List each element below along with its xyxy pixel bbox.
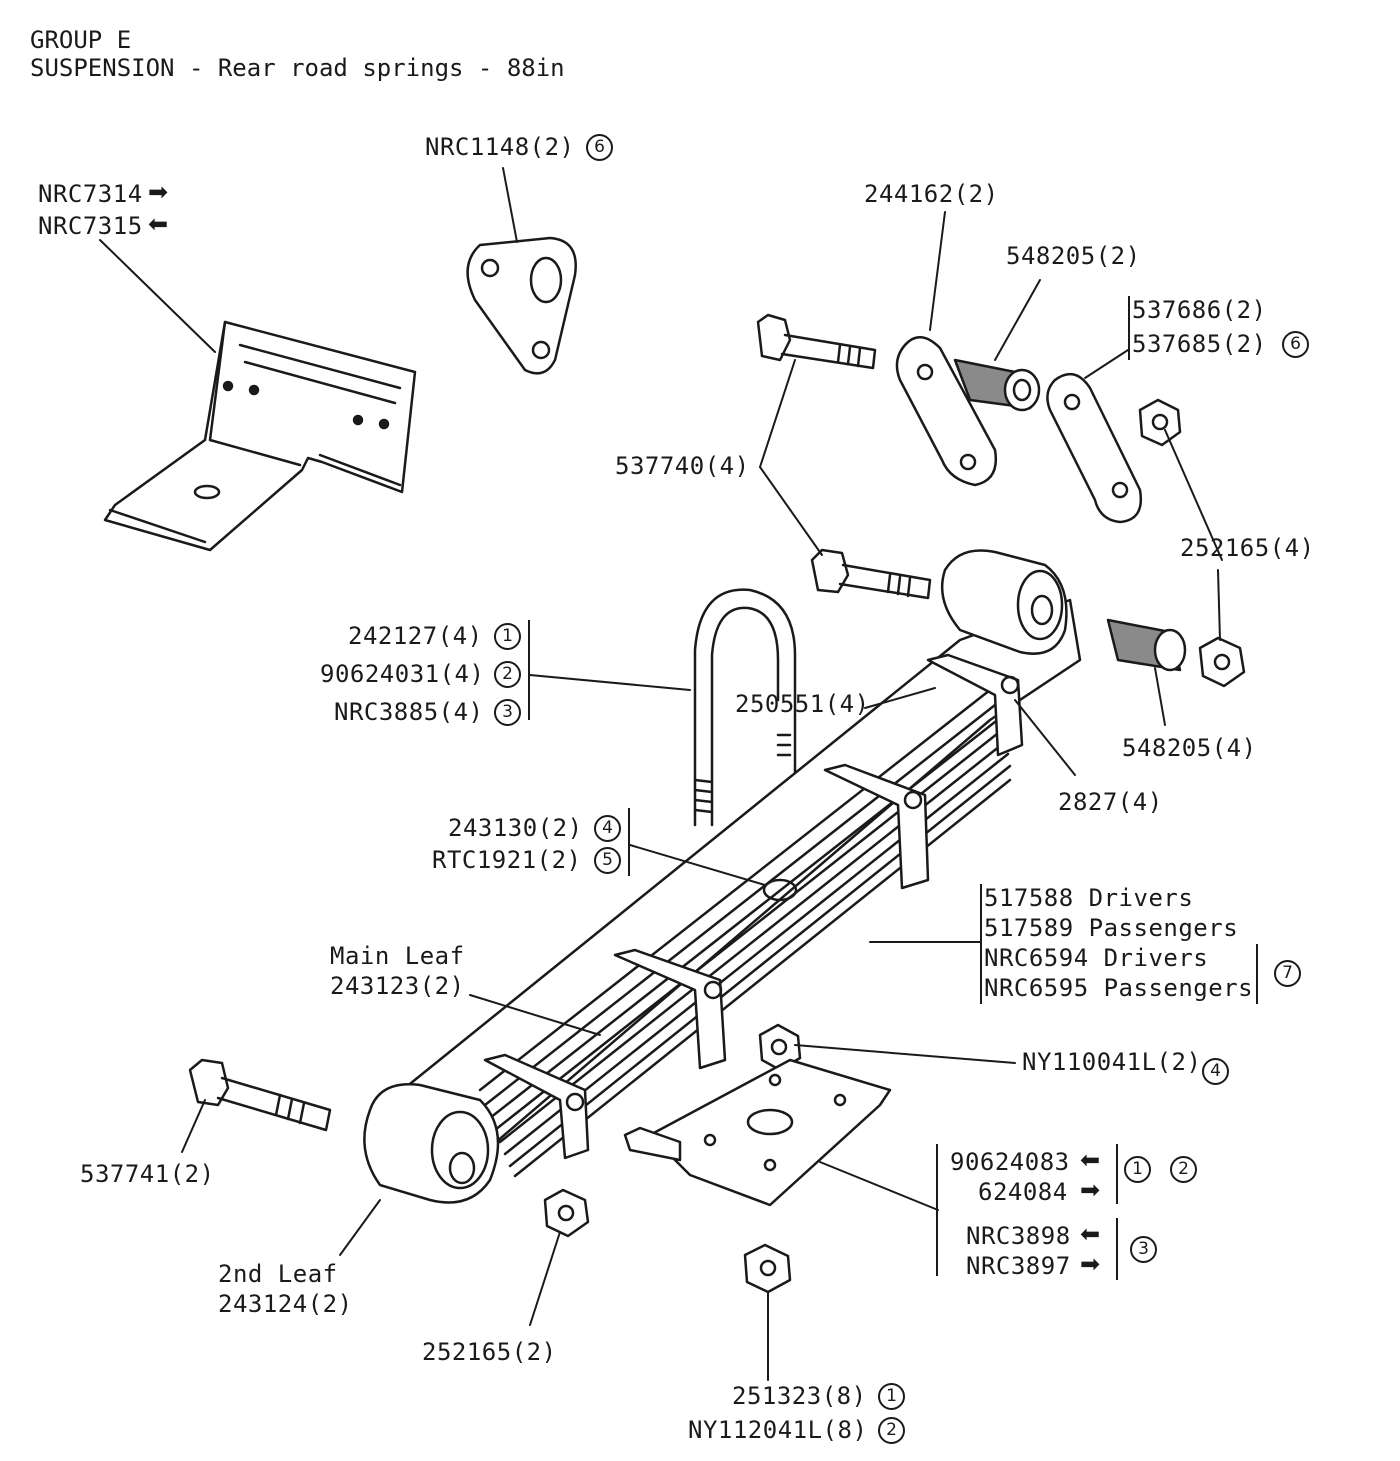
note-ubolt-a: 1	[494, 623, 521, 650]
bracket-bar-spring-note	[1256, 944, 1258, 1004]
label-bracket-lh: NRC7315	[38, 212, 143, 240]
label-plate3-lh: NRC3898	[966, 1222, 1071, 1250]
label-shackle-a: 537686(2)	[1132, 296, 1267, 324]
note-plate-b: 2	[1170, 1156, 1197, 1183]
label-bush-upper: 548205(2)	[1006, 242, 1141, 270]
lh-arrow-icon: ⬅	[1080, 1220, 1101, 1248]
lh-arrow-icon: ⬅	[1080, 1146, 1101, 1174]
lower-bush-drawing	[1106, 618, 1246, 688]
top-bolt-drawing	[756, 313, 877, 370]
label-bush-bolt: 244162(2)	[864, 180, 999, 208]
shackle-plate-drawing	[895, 336, 1143, 524]
label-main-leaf: Main Leaf	[330, 942, 465, 970]
label-ubolt-a: 242127(4)	[348, 622, 483, 650]
note-pad-a: 4	[594, 815, 621, 842]
front-bolt-drawing	[188, 1058, 332, 1132]
note-nyloc: 4	[1202, 1058, 1229, 1085]
label-spring-2: 517589 Passengers	[984, 914, 1239, 942]
label-clip-nut: 2827(4)	[1058, 788, 1163, 816]
label-bracket-rh: NRC7314	[38, 180, 143, 208]
bracket-bar-plate3	[1116, 1218, 1118, 1280]
label-second-leaf: 2nd Leaf	[218, 1260, 338, 1288]
bracket-bar-ubolt	[528, 620, 530, 720]
note-ubolt-c: 3	[494, 699, 521, 726]
label-bush-lower: 548205(4)	[1122, 734, 1257, 762]
bracket-bar-shackle	[1128, 296, 1130, 360]
bracket-bar-pad	[628, 808, 630, 876]
note-plate3: 3	[1130, 1236, 1157, 1263]
label-nyloc: NY110041L(2)	[1022, 1048, 1202, 1076]
note-ubolt-nut-b: 2	[878, 1417, 905, 1444]
rh-arrow-icon: ➡	[148, 178, 169, 206]
group-title: GROUP E	[30, 26, 132, 54]
label-spring-3: NRC6594 Drivers	[984, 944, 1209, 972]
note-spring: 7	[1274, 960, 1301, 987]
section-title: SUSPENSION - Rear road springs - 88in	[30, 54, 565, 82]
leader-lines	[99, 167, 1223, 1381]
label-bolt-shackle: 537740(4)	[615, 452, 750, 480]
plate-drawing	[466, 236, 577, 375]
leaf-spring-drawing	[363, 549, 1082, 1204]
label-ubolt-nut-b: NY112041L(8)	[688, 1416, 868, 1444]
label-plate-lh: 90624083	[950, 1148, 1070, 1176]
lh-arrow-icon: ⬅	[148, 210, 169, 238]
bracket-bar-plate	[936, 1144, 938, 1276]
label-ubolt-c: NRC3885(4)	[334, 698, 484, 726]
upper-nut-drawing	[1138, 398, 1182, 447]
middle-bolt-drawing	[810, 548, 932, 600]
note-plate-a: 1	[1124, 1156, 1151, 1183]
label-plate: NRC1148(2)	[425, 133, 575, 161]
label-pad-a: 243130(2)	[448, 814, 583, 842]
label-bolt-front: 537741(2)	[80, 1160, 215, 1188]
label-main-leaf-part: 243123(2)	[330, 972, 465, 1000]
note-pad-b: 5	[594, 847, 621, 874]
label-second-leaf-part: 243124(2)	[218, 1290, 353, 1318]
label-plate3-rh: NRC3897	[966, 1252, 1071, 1280]
bracket-bar-plate-note	[1116, 1144, 1118, 1204]
bracket-bar-spring	[980, 884, 982, 1004]
note-shackle: 6	[1282, 331, 1309, 358]
label-pad-b: RTC1921(2)	[432, 846, 582, 874]
rh-arrow-icon: ➡	[1080, 1250, 1101, 1278]
note-plate: 6	[586, 134, 613, 161]
spring-bracket-drawing	[103, 320, 417, 552]
label-spring-1: 517588 Drivers	[984, 884, 1194, 912]
note-ubolt-b: 2	[494, 661, 521, 688]
upper-bush-drawing	[953, 358, 1041, 412]
label-spring-4: NRC6595 Passengers	[984, 974, 1254, 1002]
label-ubolt-nut-a: 251323(8)	[732, 1382, 867, 1410]
bottom-plate-drawing	[623, 1058, 892, 1207]
label-clip-bolt: 250551(4)	[735, 690, 870, 718]
note-ubolt-nut-a: 1	[878, 1383, 905, 1410]
label-plate-rh: 624084	[978, 1178, 1068, 1206]
label-nut-shackle: 252165(4)	[1180, 534, 1315, 562]
label-nut-front: 252165(2)	[422, 1338, 557, 1366]
label-ubolt-b: 90624031(4)	[320, 660, 485, 688]
u-bolt-drawing	[693, 588, 797, 832]
label-shackle-b: 537685(2)	[1132, 330, 1267, 358]
rh-arrow-icon: ➡	[1080, 1176, 1101, 1204]
